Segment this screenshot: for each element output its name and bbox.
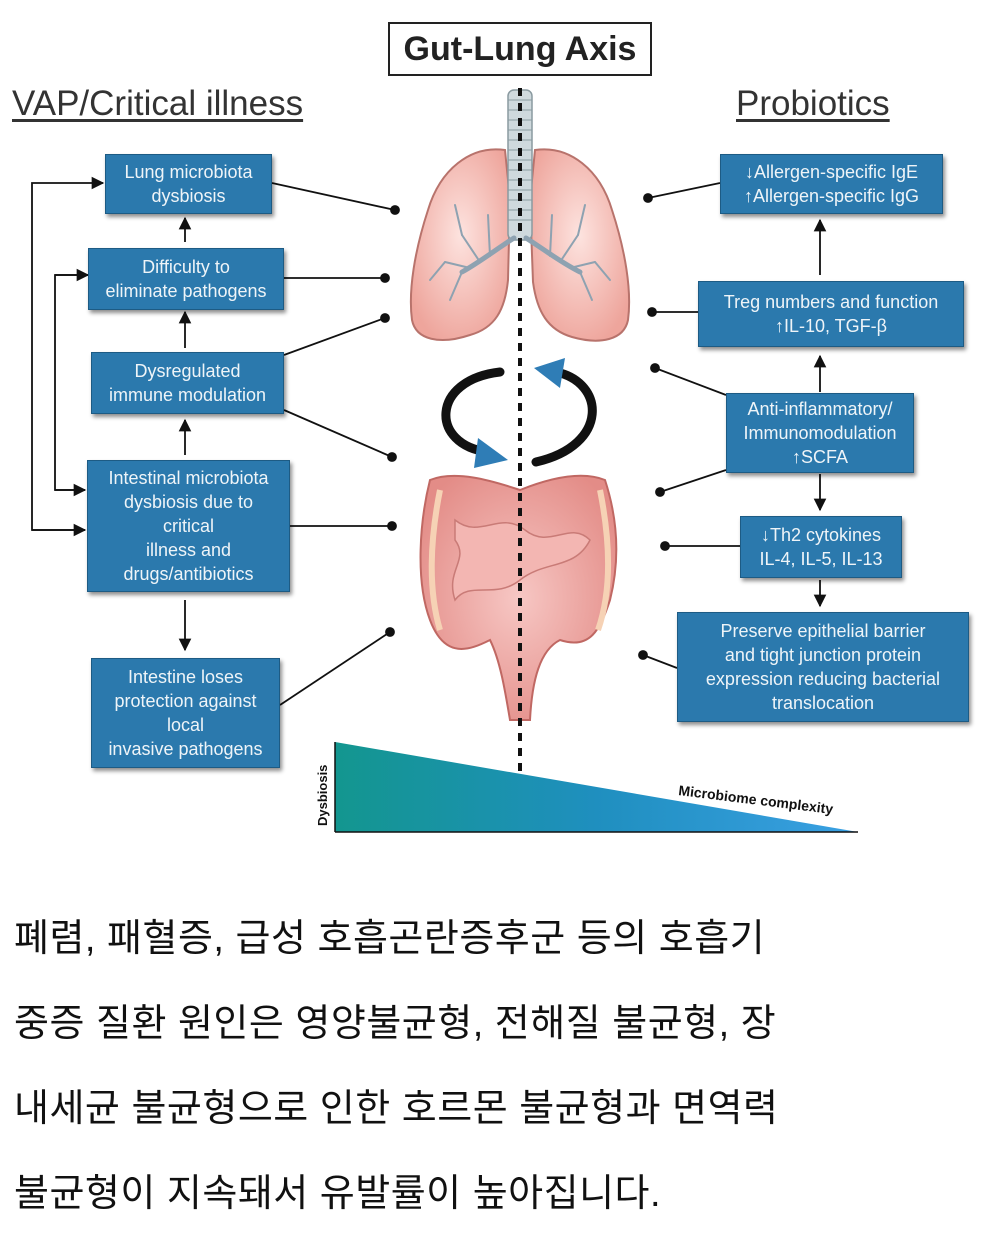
left-heading: VAP/Critical illness — [12, 84, 304, 123]
intestine-loses-text: Intestine loses protection against local… — [108, 667, 263, 759]
circular-arrows — [441, 358, 597, 468]
complexity-triangle — [335, 742, 858, 832]
antiinflammatory-box: Anti-inflammatory/ Immunomodulation ↑SCF… — [726, 393, 914, 473]
lung-dysbiosis-box: Lung microbiota dysbiosis — [105, 154, 272, 214]
caption-line-2: 중증 질환 원인은 영양불균형, 전해질 불균형, 장 — [14, 1003, 777, 1045]
barrier-box: Preserve epithelial barrier and tight ju… — [677, 612, 969, 722]
barrier-text: Preserve epithelial barrier and tight ju… — [705, 621, 941, 713]
lungs-illustration — [409, 89, 631, 342]
th2-box: ↓Th2 cytokines IL-4, IL-5, IL-13 — [740, 516, 902, 578]
caption-line-3: 내세균 불균형으로 인한 호르몬 불균형과 면역력 — [14, 1088, 779, 1130]
lung-dysbiosis-text: Lung microbiota dysbiosis — [124, 162, 253, 206]
intestinal-dysbiosis-box: Intestinal microbiota dysbiosis due to c… — [87, 460, 290, 592]
intestinal-dysbiosis-text: Intestinal microbiota dysbiosis due to c… — [108, 468, 269, 584]
difficulty-box: Difficulty to eliminate pathogens — [88, 248, 284, 310]
caption-line-4: 불균형이 지속돼서 유발률이 높아집니다. — [14, 1173, 662, 1215]
th2-text: ↓Th2 cytokines IL-4, IL-5, IL-13 — [759, 525, 883, 569]
treg-box: Treg numbers and function ↑IL-10, TGF-β — [698, 281, 964, 347]
dysbiosis-label: Dysbiosis — [315, 765, 330, 826]
difficulty-text: Difficulty to eliminate pathogens — [105, 257, 267, 301]
dysregulated-box: Dysregulated immune modulation — [91, 352, 284, 414]
caption-line-1: 폐렴, 패혈증, 급성 호흡곤란증후군 등의 호흡기 — [14, 918, 766, 960]
dysregulated-text: Dysregulated immune modulation — [108, 361, 267, 405]
allergen-text: ↓Allergen-specific IgE ↑Allergen-specifi… — [743, 162, 920, 206]
diagram-title: Gut-Lung Axis — [388, 22, 652, 76]
treg-text: Treg numbers and function ↑IL-10, TGF-β — [723, 292, 939, 336]
allergen-box: ↓Allergen-specific IgE ↑Allergen-specifi… — [720, 154, 943, 214]
intestine-loses-box: Intestine loses protection against local… — [91, 658, 280, 768]
antiinflammatory-text: Anti-inflammatory/ Immunomodulation ↑SCF… — [743, 399, 897, 467]
right-heading: Probiotics — [736, 84, 890, 123]
diagram-graphics: Dysbiosis Microbiome complexity — [31, 88, 858, 833]
